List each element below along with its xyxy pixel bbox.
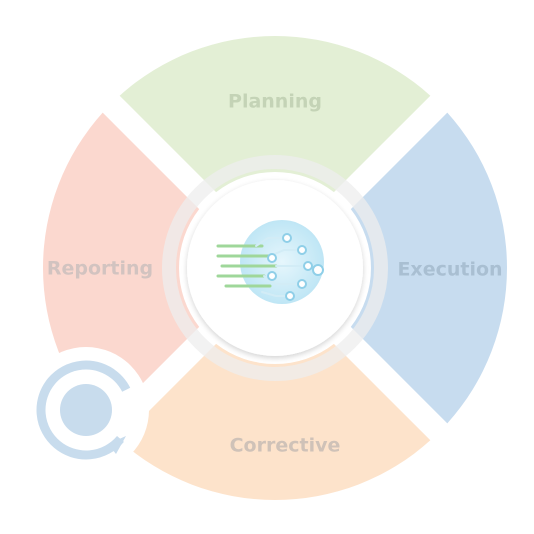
circuit-icon (216, 220, 324, 304)
segment-group (42, 35, 508, 501)
segment-label-reporting: Reporting (47, 258, 153, 280)
segment-label-execution: Execution (397, 259, 502, 281)
refresh-cycle-icon (23, 347, 149, 473)
segment-execution (350, 112, 508, 424)
segment-label-planning: Planning (228, 91, 322, 113)
segment-label-corrective: Corrective (230, 435, 341, 457)
segment-planning (119, 35, 431, 193)
inner-ring (162, 155, 388, 381)
segment-reporting (42, 112, 200, 424)
segment-corrective (119, 343, 431, 501)
